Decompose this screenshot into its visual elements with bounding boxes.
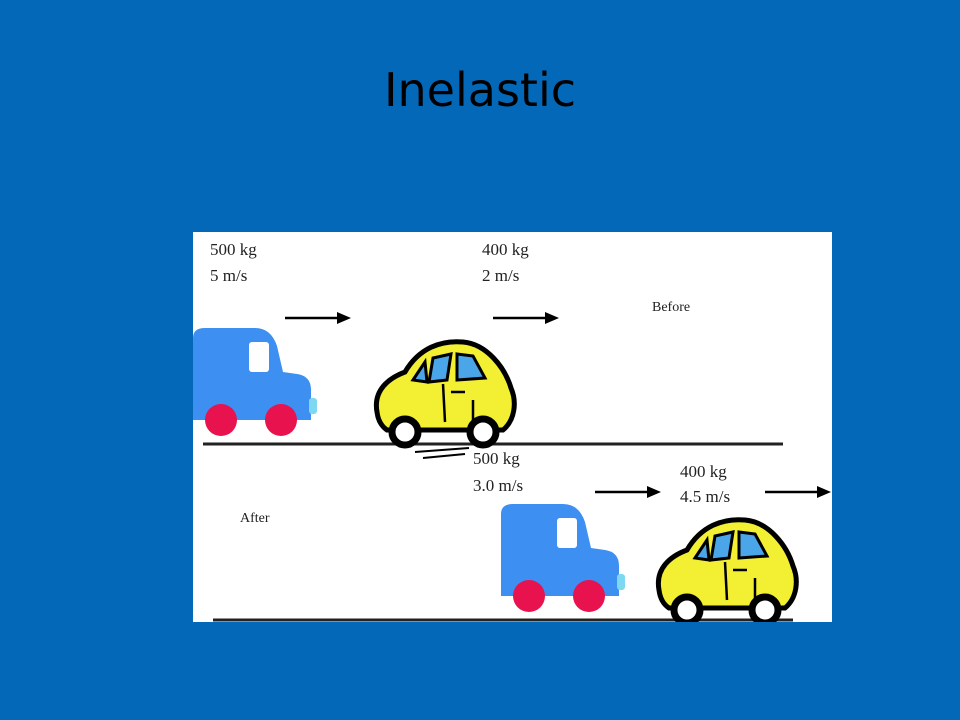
before-car-velocity: 2 m/s — [482, 266, 520, 285]
right-arrow-icon — [491, 310, 561, 326]
slide-title: Inelastic — [383, 63, 577, 117]
before-van-velocity: 5 m/s — [210, 266, 248, 285]
before-car-mass: 400 kg — [482, 240, 529, 259]
collision-diagram: 500 kg 5 m/s 400 kg 2 m/s Before 500 kg … — [193, 232, 832, 622]
after-van-velocity: 3.0 m/s — [473, 476, 524, 495]
diagram-artwork — [193, 310, 832, 622]
yellow-car-icon — [376, 342, 514, 458]
after-van-mass: 500 kg — [473, 449, 520, 468]
yellow-car-icon — [658, 520, 796, 622]
before-label: Before — [652, 300, 691, 315]
blue-van-icon — [501, 504, 625, 612]
right-arrow-icon — [763, 484, 832, 500]
after-car-mass: 400 kg — [680, 462, 727, 481]
right-arrow-icon — [593, 484, 663, 500]
blue-van-icon — [193, 328, 317, 436]
before-van-mass: 500 kg — [210, 240, 257, 259]
after-label: After — [240, 511, 270, 526]
after-car-velocity: 4.5 m/s — [680, 487, 731, 506]
right-arrow-icon — [283, 310, 353, 326]
